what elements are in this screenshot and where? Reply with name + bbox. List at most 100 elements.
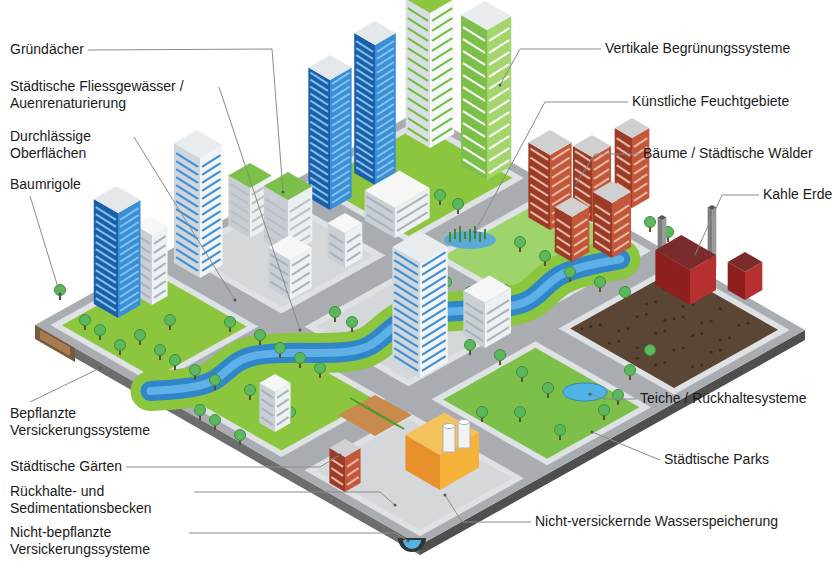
window-band [422, 276, 446, 291]
window-band [463, 27, 485, 41]
window-band [96, 214, 116, 227]
building-roof [658, 215, 667, 220]
callout-label: Kahle Erde [763, 186, 832, 203]
window-band [614, 223, 629, 233]
window-band [367, 197, 393, 213]
reed [459, 226, 461, 242]
window-band [422, 316, 446, 331]
reed [479, 232, 481, 242]
window-band [408, 18, 428, 31]
callout-label: Teiche / Rückhaltesysteme [640, 390, 807, 407]
soil-dot [599, 323, 602, 326]
window-band [422, 340, 446, 355]
window-band [465, 312, 483, 323]
window-band [292, 264, 310, 275]
window-band [530, 212, 548, 223]
window-band [96, 298, 116, 311]
window-band [347, 252, 360, 261]
tree [477, 407, 488, 418]
building-roof [461, 1, 511, 30]
window-band [176, 257, 198, 271]
window-band [176, 177, 198, 191]
soil-dot [700, 363, 703, 366]
window-band [96, 228, 116, 241]
building-roof [392, 231, 447, 263]
building-roof [354, 21, 396, 45]
tree [275, 343, 286, 354]
window-band [154, 254, 166, 262]
window-band [489, 64, 509, 77]
leader-line [126, 455, 340, 467]
tree [225, 317, 236, 328]
window-band [394, 284, 418, 299]
callout-label: Städtische Gärten [10, 458, 122, 475]
window-band [422, 284, 446, 299]
window-band [530, 194, 548, 205]
callout-label: Nicht-bepflanzte Versickerungssysteme [10, 524, 185, 558]
road-surface [35, 110, 805, 545]
building-wall [406, 0, 430, 148]
tree [195, 405, 206, 416]
window-band [465, 303, 483, 314]
window-band [463, 87, 485, 101]
window-band [530, 185, 548, 196]
window-band [463, 39, 485, 53]
leader-dot [574, 184, 577, 187]
soil-dot [710, 351, 713, 354]
building-roof [328, 213, 363, 233]
soil-dot [682, 305, 685, 308]
window-band [594, 160, 609, 170]
silo [458, 422, 470, 448]
window-band [463, 75, 485, 89]
leader-line [189, 533, 408, 541]
window-band [292, 273, 310, 284]
window-band [432, 68, 452, 81]
window-band [394, 260, 418, 275]
building-roof [463, 276, 511, 304]
soil-dot [691, 365, 694, 368]
leader-dot [299, 329, 302, 332]
window-band [270, 255, 288, 266]
window-band [347, 477, 359, 485]
window-band [595, 232, 610, 242]
building-roof [555, 197, 590, 217]
window-band [96, 207, 116, 220]
window-band [634, 165, 647, 174]
tree [155, 345, 166, 356]
soil-dot [673, 349, 676, 352]
window-band [552, 149, 570, 160]
soil-dot [719, 349, 722, 352]
window-band [614, 241, 629, 251]
window-band [154, 245, 166, 253]
tree [453, 199, 464, 210]
tree [295, 353, 306, 364]
window-band [96, 277, 116, 290]
garden-row [374, 412, 404, 429]
leader-dot [474, 231, 477, 234]
window-band [277, 399, 289, 407]
building-roof [329, 439, 360, 457]
window-band [489, 40, 509, 53]
window-band [277, 408, 289, 416]
window-band [154, 272, 166, 280]
leader-dot [282, 191, 285, 194]
window-band [422, 252, 446, 267]
window-band [594, 151, 609, 161]
soil-dot [636, 357, 639, 360]
pond [563, 383, 607, 401]
tree [543, 383, 554, 394]
window-band [331, 468, 343, 476]
tree [347, 317, 358, 328]
window-band [230, 184, 248, 195]
window-band [432, 128, 452, 141]
window-band [552, 167, 570, 178]
tree [55, 285, 66, 296]
window-band [96, 263, 116, 276]
window-band [432, 78, 452, 91]
soil-dot [719, 307, 722, 310]
storage-water [403, 540, 421, 549]
window-band [330, 243, 343, 252]
building-roof [728, 252, 763, 272]
leader-lines [30, 49, 759, 543]
tree [255, 330, 266, 341]
